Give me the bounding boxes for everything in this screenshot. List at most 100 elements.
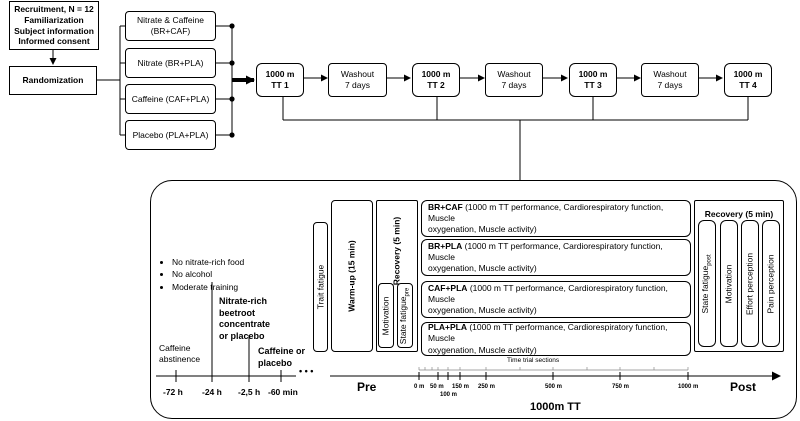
- subject-information-line: Subject information: [14, 25, 94, 36]
- condition-code: CAF+PLA: [428, 282, 468, 293]
- nitrate-label: Nitrate-rich beetroot concentrate or pla…: [219, 296, 270, 343]
- trial-tt4: 1000 m TT 4: [724, 63, 772, 97]
- distance-label: 250 m: [478, 384, 496, 390]
- trial-distance: 1000 m: [421, 69, 451, 80]
- trial-number: TT 1: [271, 80, 289, 90]
- condition-desc: (1000 m TT performance, Cardiorespirator…: [428, 201, 664, 223]
- condition-desc: (1000 m TT performance, Cardiorespirator…: [428, 322, 668, 344]
- arm-br-pla: Nitrate (BR+PLA): [125, 48, 216, 78]
- timeline-break-dots: • • •: [299, 366, 314, 376]
- trial-distance: 1000 m: [733, 69, 763, 80]
- state-fatigue-subscript: pre: [404, 287, 411, 296]
- condition-text: BR+CAF (1000 m TT performance, Cardiores…: [428, 202, 690, 235]
- trial-number: TT 2: [427, 80, 445, 90]
- condition-text: BR+PLA (1000 m TT performance, Cardiores…: [428, 241, 690, 274]
- washout-1: Washout 7 days: [328, 63, 387, 97]
- motivation-pre-label: Motivation: [380, 296, 391, 335]
- timeline-label-72h: -72 h: [163, 387, 183, 397]
- arm-label: Caffeine (CAF+PLA): [131, 93, 210, 104]
- pain-perception-label: Pain perception: [765, 253, 776, 314]
- arm-label: Nitrate & Caffeine: [137, 15, 204, 26]
- caffeine-abstinence-line: Caffeine: [159, 343, 191, 353]
- caffeine-abstinence-label: Caffeine abstinence: [159, 343, 200, 365]
- condition-desc: oxygenation, Muscle activity): [428, 305, 537, 316]
- arm-label: Nitrate (BR+PLA): [137, 57, 204, 68]
- distance-label: 50 m: [430, 384, 444, 390]
- caffeine-placebo-line: Caffeine or: [258, 346, 306, 356]
- timeline-label-60min: -60 min: [268, 387, 298, 397]
- nitrate-line: or placebo: [219, 331, 265, 342]
- pre-recovery-label: Recovery (5 min): [391, 216, 402, 286]
- timeline-label-24h: -24 h: [202, 387, 222, 397]
- washout-duration: 7 days: [344, 80, 371, 90]
- condition-text: PLA+PLA (1000 m TT performance, Cardiore…: [428, 322, 690, 355]
- arm-caf-pla: Caffeine (CAF+PLA): [125, 84, 216, 114]
- time-trial-sections-label: Time trial sections: [507, 357, 560, 364]
- warmup-box: Warm-up (15 min): [331, 200, 373, 352]
- state-fatigue-post-box: State fatiguepost: [698, 220, 716, 347]
- distance-label: 0 m: [414, 384, 425, 390]
- preparation-item: No nitrate-rich food: [172, 256, 244, 268]
- trait-fatigue-label: Trait fatigue: [315, 264, 326, 310]
- tt-label: 1000m TT: [530, 401, 581, 413]
- state-fatigue-text: State fatigue: [699, 265, 710, 314]
- motivation-post-label: Motivation: [723, 264, 734, 303]
- effort-perception-box: Effort perception: [741, 220, 759, 347]
- state-fatigue-subscript: post: [706, 253, 713, 266]
- condition-code: PLA+PLA: [428, 322, 467, 333]
- arm-br-caf: Nitrate & Caffeine (BR+CAF): [125, 11, 216, 41]
- condition-br-caf: BR+CAF (1000 m TT performance, Cardiores…: [421, 200, 691, 237]
- state-fatigue-pre-label: State fatiguepre: [398, 287, 412, 343]
- nitrate-line: beetroot: [219, 307, 255, 318]
- washout-3: Washout 7 days: [641, 63, 699, 97]
- post-recovery-label: Recovery (5 min): [704, 209, 774, 219]
- preparation-list: No nitrate-rich food No alcohol Moderate…: [160, 256, 244, 293]
- condition-desc: oxygenation, Muscle activity): [428, 344, 537, 355]
- washout-label: Washout: [340, 69, 375, 80]
- distance-label: 500 m: [545, 384, 563, 390]
- arm-label: Placebo (PLA+PLA): [132, 129, 209, 140]
- condition-caf-pla: CAF+PLA (1000 m TT performance, Cardiore…: [421, 281, 691, 318]
- timeline-label-2-5h: -2,5 h: [238, 387, 261, 397]
- informed-consent-line: Informed consent: [18, 36, 90, 47]
- washout-duration: 7 days: [657, 80, 683, 90]
- state-fatigue-post-label: State fatiguepost: [700, 254, 714, 313]
- caffeine-placebo-line: placebo: [258, 357, 293, 368]
- condition-br-pla: BR+PLA (1000 m TT performance, Cardiores…: [421, 239, 691, 276]
- washout-label: Washout: [497, 69, 531, 80]
- trial-number: TT 3: [584, 80, 602, 90]
- preparation-item: No alcohol: [172, 268, 244, 280]
- motivation-pre-box: Motivation: [378, 283, 394, 348]
- trial-tt1: 1000 m TT 1: [256, 63, 304, 97]
- familiarization-line: Familiarization: [24, 14, 84, 25]
- washout-duration: 7 days: [501, 80, 527, 90]
- washout-label: Washout: [653, 69, 687, 80]
- trial-distance: 1000 m: [578, 69, 608, 80]
- distance-label: 750 m: [612, 384, 630, 390]
- state-fatigue-text: State fatigue: [397, 295, 408, 344]
- caffeine-abstinence-line: abstinence: [159, 354, 201, 365]
- post-label: Post: [730, 380, 757, 394]
- arm-pla-pla: Placebo (PLA+PLA): [125, 120, 216, 150]
- recruitment-box: Recruitment, N = 12 Familiarization Subj…: [9, 1, 99, 50]
- trial-tt3: 1000 m TT 3: [569, 63, 617, 97]
- recruitment-line: Recruitment, N = 12: [14, 4, 94, 15]
- condition-desc: oxygenation, Muscle activity): [428, 224, 537, 235]
- effort-perception-label: Effort perception: [744, 252, 755, 315]
- nitrate-line: concentrate: [219, 319, 271, 330]
- randomization-box: Randomization: [9, 66, 97, 95]
- warmup-label: Warm-up (15 min): [346, 240, 357, 312]
- trial-distance: 1000 m: [265, 69, 295, 80]
- preparation-item: Moderate training: [172, 281, 244, 293]
- washout-2: Washout 7 days: [485, 63, 543, 97]
- caffeine-placebo-label: Caffeine or placebo: [258, 346, 305, 369]
- condition-text: CAF+PLA (1000 m TT performance, Cardiore…: [428, 283, 690, 316]
- motivation-post-box: Motivation: [720, 220, 738, 347]
- condition-desc: oxygenation, Muscle activity): [428, 263, 537, 274]
- condition-desc: (1000 m TT performance, Cardiorespirator…: [428, 282, 668, 304]
- distance-label: 150 m: [452, 384, 470, 390]
- protocol-panel: [150, 180, 797, 419]
- distance-label: 1000 m: [678, 384, 699, 390]
- arm-code: (BR+CAF): [150, 26, 191, 36]
